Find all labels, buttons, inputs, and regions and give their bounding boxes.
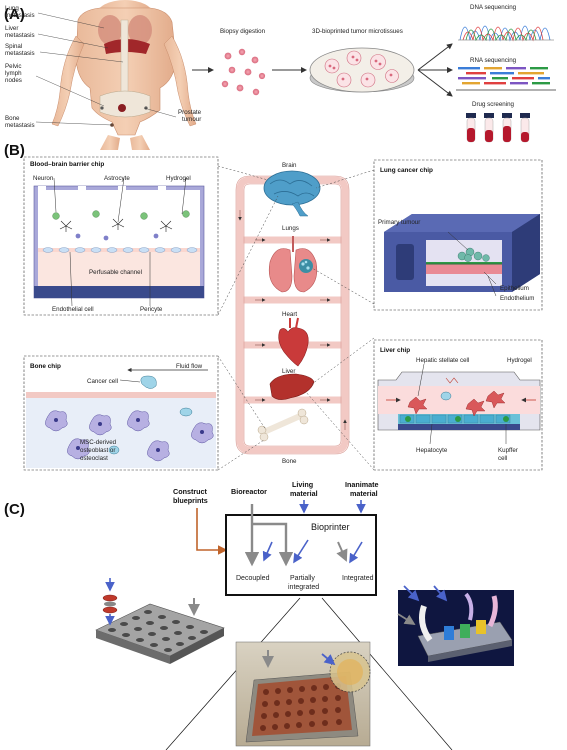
svg-text:lymph: lymph	[5, 70, 22, 77]
brain-illustration	[263, 170, 321, 217]
vascular-outline	[235, 175, 350, 455]
liver-kupffer-label-1: Kupffer	[498, 447, 518, 454]
svg-text:metastasis: metastasis	[5, 12, 35, 19]
mode-decoupled-label: Decoupled	[236, 575, 270, 582]
integrated-device-photo	[397, 585, 514, 666]
partially-integrated-photo	[165, 597, 453, 750]
organ-label-bone: Bone	[282, 458, 297, 465]
mode-partial-label-2: integrated	[288, 584, 319, 591]
well-plate-illustration	[95, 578, 225, 664]
inanimate-label-2: material	[350, 489, 378, 498]
biopsy-cells	[221, 48, 266, 96]
bbb-channel-label: Perfusable channel	[89, 269, 142, 276]
drug-label: Drug screening	[472, 101, 515, 108]
lungs-illustration	[268, 236, 318, 293]
living-label-1: Living	[292, 480, 313, 489]
liver-chip-title: Liver chip	[380, 347, 410, 354]
bone-msc-label-2: osteoblast or	[80, 447, 115, 454]
bioprinter-modes	[244, 504, 363, 567]
bioreactor-label: Bioreactor	[231, 487, 267, 496]
construct-label-2: blueprints	[173, 496, 208, 505]
svg-text:Spinal: Spinal	[5, 43, 22, 50]
rna-label: RNA sequencing	[470, 57, 517, 64]
living-label-2: material	[290, 489, 318, 498]
bone-chip-illustration	[26, 367, 216, 468]
mode-integrated-label: Integrated	[342, 575, 374, 582]
bone-cancer-cell-label: Cancer cell	[87, 378, 118, 385]
svg-text:Lung: Lung	[5, 5, 19, 12]
bbb-astrocyte-label: Astrocyte	[104, 175, 130, 182]
svg-text:metastasis: metastasis	[5, 50, 35, 57]
bone-fluid-flow-label: Fluid flow	[176, 363, 203, 370]
body-callout-lines	[35, 12, 177, 126]
microtissues-label: 3D-bioprinted tumor microtissues	[312, 28, 403, 35]
liver-kupffer-label-2: cell	[498, 455, 507, 462]
panel-b-label: (B)	[4, 142, 25, 159]
rna-reads	[456, 67, 556, 91]
drug-vials	[466, 113, 530, 143]
bbb-pericyte-label: Pericyte	[140, 306, 163, 313]
svg-text:metastasis: metastasis	[5, 32, 35, 39]
svg-text:Bone: Bone	[5, 115, 20, 122]
panel-a-label: (A)	[4, 6, 25, 23]
organ-label-lungs: Lungs	[282, 225, 299, 232]
bbb-neuron-label: Neuron	[33, 175, 54, 182]
inanimate-label-1: Inanimate	[345, 480, 379, 489]
flow-arrows-vessels	[238, 210, 347, 430]
bbb-chip-title: Blood–brain barrier chip	[30, 161, 104, 168]
organ-label-liver: Liver	[282, 368, 295, 375]
bone-msc-label-1: MSC-derived	[80, 439, 117, 446]
liver-stellate-label: Hepatic stellate cell	[416, 357, 469, 364]
panel-c-label: (C)	[4, 501, 25, 518]
liver-chip-illustration	[377, 363, 541, 445]
metastasis-labels: Lung metastasis Liver metastasis Spinal …	[5, 5, 202, 129]
fork-arrows	[417, 43, 453, 97]
svg-text:Liver: Liver	[5, 25, 18, 32]
bbb-hydrogel-label: Hydrogel	[166, 175, 191, 182]
bone-chip-title: Bone chip	[30, 363, 61, 370]
svg-text:tumour: tumour	[182, 116, 201, 123]
liver-hepatocyte-label: Hepatocyte	[416, 447, 448, 454]
chip-connectors	[217, 165, 375, 471]
liver-illustration	[269, 373, 315, 400]
heart-illustration	[278, 317, 309, 367]
bbb-endothelial-label: Endothelial cell	[52, 306, 94, 313]
svg-text:nodes: nodes	[5, 77, 22, 84]
mode-partial-label-1: Partially	[290, 575, 315, 582]
biopsy-label: Biopsy digestion	[220, 28, 266, 35]
construct-label-1: Construct	[173, 487, 208, 496]
svg-text:metastasis: metastasis	[5, 122, 35, 129]
lung-endothelium-label: Endothelium	[500, 295, 534, 302]
lung-epithelium-label: Epithelium	[500, 285, 529, 292]
lung-chip-illustration	[384, 214, 540, 297]
bbb-chip-illustration	[33, 177, 205, 307]
bone-illustration	[257, 408, 309, 442]
lung-tumour-label: Primary tumour	[378, 219, 420, 226]
svg-text:Prostate: Prostate	[178, 109, 202, 116]
dna-label: DNA sequencing	[470, 4, 517, 11]
organ-label-heart: Heart	[282, 311, 297, 318]
lung-chip-title: Lung cancer chip	[380, 167, 433, 174]
human-body-illustration	[51, 0, 197, 150]
bioprinter-title: Bioprinter	[311, 522, 350, 532]
svg-text:Pelvic: Pelvic	[5, 63, 22, 70]
organ-label-brain: Brain	[282, 162, 297, 169]
liver-hydrogel-label: Hydrogel	[507, 357, 532, 364]
dna-chromatogram	[458, 25, 554, 42]
bioprinter-input-arrows	[196, 500, 366, 555]
petri-dish	[309, 47, 415, 93]
bone-msc-label-3: osteoclast	[80, 455, 108, 462]
